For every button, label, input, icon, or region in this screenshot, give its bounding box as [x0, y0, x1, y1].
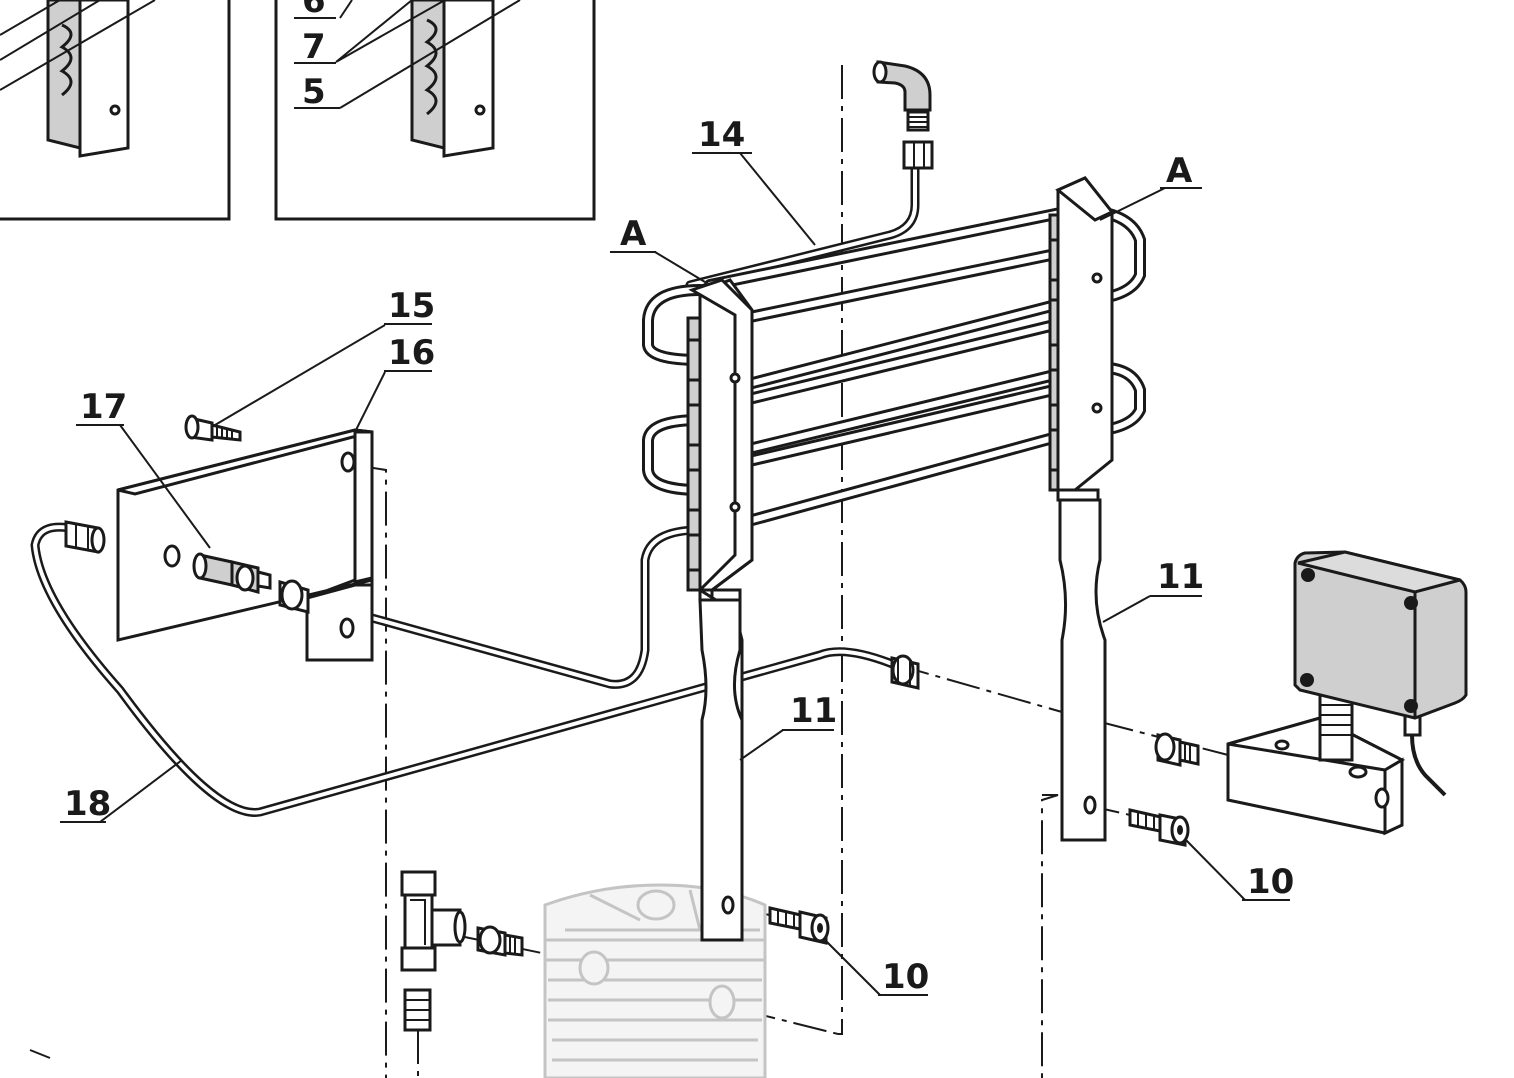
detail-inset-right — [274, 0, 596, 221]
tube-18 — [30, 522, 900, 817]
callout-15: 15 — [388, 286, 435, 326]
callout-10-right: 10 — [1247, 862, 1294, 902]
callout-11-center: 11 — [790, 691, 837, 731]
fitting-17 — [192, 552, 272, 594]
screw-10-center — [768, 906, 830, 945]
tube-feed — [295, 525, 705, 689]
callout-6: 6 — [302, 0, 326, 21]
tee-fitting — [400, 870, 467, 972]
nut-right-18 — [890, 654, 920, 690]
lower-nipple — [403, 988, 432, 1032]
leader-lines — [99, 152, 1246, 996]
callout-7: 7 — [302, 27, 326, 67]
junction-box — [1293, 550, 1468, 720]
tube-14 — [685, 165, 920, 290]
callout-14: 14 — [698, 115, 745, 155]
detail-inset-left — [0, 0, 231, 221]
callout-11-right: 11 — [1157, 557, 1204, 597]
callout-10-center: 10 — [882, 957, 929, 997]
callout-A-left: A — [620, 214, 647, 254]
manifold-block — [1226, 716, 1406, 836]
callout-17: 17 — [80, 387, 127, 427]
mounting-plate-16 — [116, 428, 374, 662]
adapter-fitting — [1154, 732, 1200, 767]
bracket-left-A — [686, 278, 754, 942]
nut-feed — [278, 579, 310, 614]
callout-16: 16 — [388, 333, 435, 373]
callout-5: 5 — [302, 72, 326, 112]
bracket-right-A — [1048, 176, 1115, 842]
screw-15 — [184, 414, 242, 442]
nipple-fitting — [476, 925, 524, 957]
callout-18: 18 — [64, 784, 111, 824]
callout-A-right: A — [1166, 151, 1193, 191]
elbow-fitting — [872, 60, 934, 170]
nut-left-18 — [64, 520, 106, 554]
screw-10-right — [1128, 808, 1190, 847]
callout-labels: 6 7 5 14 A A 15 16 17 11 11 18 10 10 — [60, 0, 1294, 997]
